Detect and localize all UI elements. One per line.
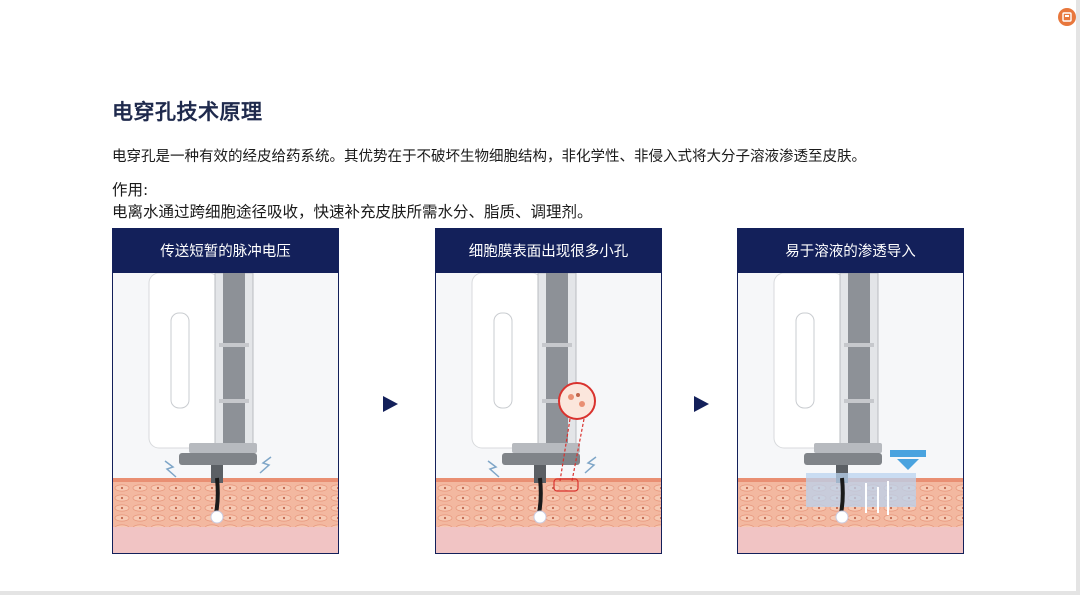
app-badge-icon[interactable] [1058, 8, 1076, 26]
effect-text: 电离水通过跨细胞途径吸收，快速补充皮肤所需水分、脂质、调理剂。 [112, 203, 593, 221]
play-triangle-icon [692, 395, 710, 413]
device-illustration [113, 273, 338, 553]
panel-solution-penetration: 易于溶液的渗透导入 [737, 228, 964, 554]
panel-header: 易于溶液的渗透导入 [737, 228, 964, 273]
device-illustration [738, 273, 963, 553]
panel-illustration [737, 273, 964, 554]
device-illustration [436, 273, 661, 553]
panel-header: 传送短暂的脉冲电压 [112, 228, 339, 273]
panel-illustration [435, 273, 662, 554]
panel-header: 细胞膜表面出现很多小孔 [435, 228, 662, 273]
slide-title: 电穿孔技术原理 [112, 100, 263, 124]
play-triangle-icon [381, 395, 399, 413]
panel-illustration [112, 273, 339, 554]
slide-description: 电穿孔是一种有效的经皮给药系统。其优势在于不破坏生物细胞结构，非化学性、非侵入式… [112, 149, 866, 165]
panel-cell-pores: 细胞膜表面出现很多小孔 [435, 228, 662, 554]
panel-pulse-voltage: 传送短暂的脉冲电压 [112, 228, 339, 554]
effect-label: 作用: [112, 181, 149, 199]
